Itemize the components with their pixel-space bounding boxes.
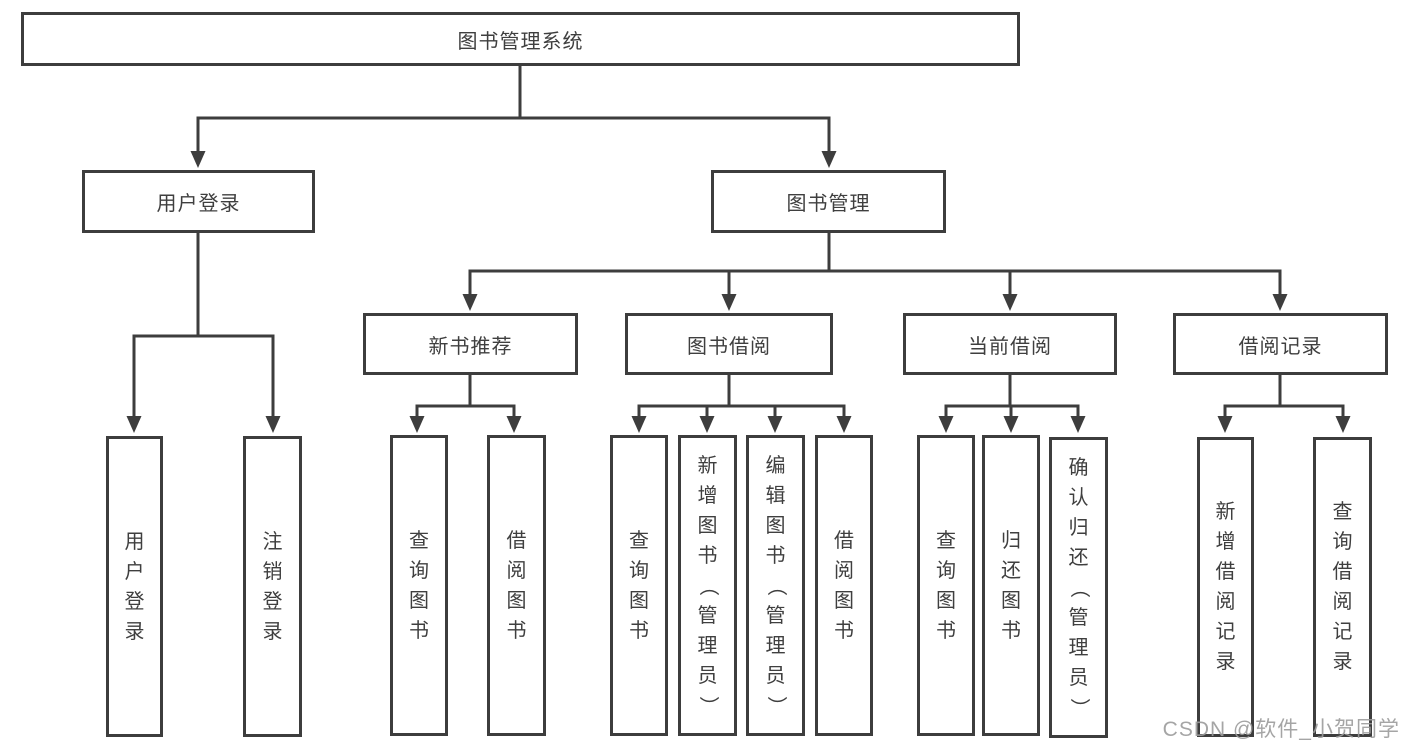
node-new-book-recommend-label: 新书推荐 [428,335,513,358]
leaf-user-login: 用户登录 [106,436,163,737]
node-book-borrow: 图书借阅 [625,313,833,375]
node-borrow-records: 借阅记录 [1173,313,1388,375]
leaf-add-book-admin-label: 新增图书（管理员） [696,454,719,716]
node-book-borrow-label: 图书借阅 [687,335,771,358]
leaf-return-book-label: 归还图书 [1001,529,1021,642]
leaf-add-book-admin: 新增图书（管理员） [678,435,737,736]
node-new-book-recommend: 新书推荐 [363,313,578,375]
leaf-add-borrow-record: 新增借阅记录 [1197,437,1254,737]
node-user-login-label: 用户登录 [156,193,241,215]
leaf-edit-book-admin-label: 编辑图书（管理员） [764,454,787,716]
node-current-borrow-label: 当前借阅 [968,335,1052,358]
leaf-query-borrow-record-label: 查询借阅记录 [1332,501,1353,673]
leaf-query-books-recommend-label: 查询图书 [409,529,429,642]
node-book-management-label: 图书管理 [786,193,871,215]
node-book-management: 图书管理 [711,170,946,233]
node-root-label: 图书管理系统 [457,30,584,53]
leaf-user-login-label: 用户登录 [124,530,145,643]
leaf-logout: 注销登录 [243,436,302,737]
leaf-edit-book-admin: 编辑图书（管理员） [746,435,805,736]
leaf-logout-label: 注销登录 [262,530,283,643]
leaf-add-borrow-record-label: 新增借阅记录 [1215,501,1236,673]
leaf-query-books-recommend: 查询图书 [390,435,448,736]
leaf-query-books-current-label: 查询图书 [936,529,956,642]
leaf-query-books-borrow: 查询图书 [610,435,668,736]
leaf-query-books-current: 查询图书 [917,435,975,736]
node-borrow-records-label: 借阅记录 [1238,335,1323,358]
leaf-query-borrow-record: 查询借阅记录 [1313,437,1372,737]
leaf-borrow-books-borrow: 借阅图书 [815,435,873,736]
leaf-confirm-return-admin: 确认归还（管理员） [1049,437,1108,738]
leaf-return-book: 归还图书 [982,435,1040,736]
watermark: CSDN @软件_小贺同学 [1162,718,1400,741]
leaf-borrow-books-borrow-label: 借阅图书 [834,529,854,642]
leaf-borrow-books-recommend: 借阅图书 [487,435,546,736]
node-root: 图书管理系统 [21,12,1020,66]
node-current-borrow: 当前借阅 [903,313,1117,375]
leaf-borrow-books-recommend-label: 借阅图书 [506,529,527,642]
node-user-login: 用户登录 [82,170,315,233]
leaf-query-books-borrow-label: 查询图书 [629,529,649,642]
leaf-confirm-return-admin-label: 确认归还（管理员） [1067,456,1090,718]
